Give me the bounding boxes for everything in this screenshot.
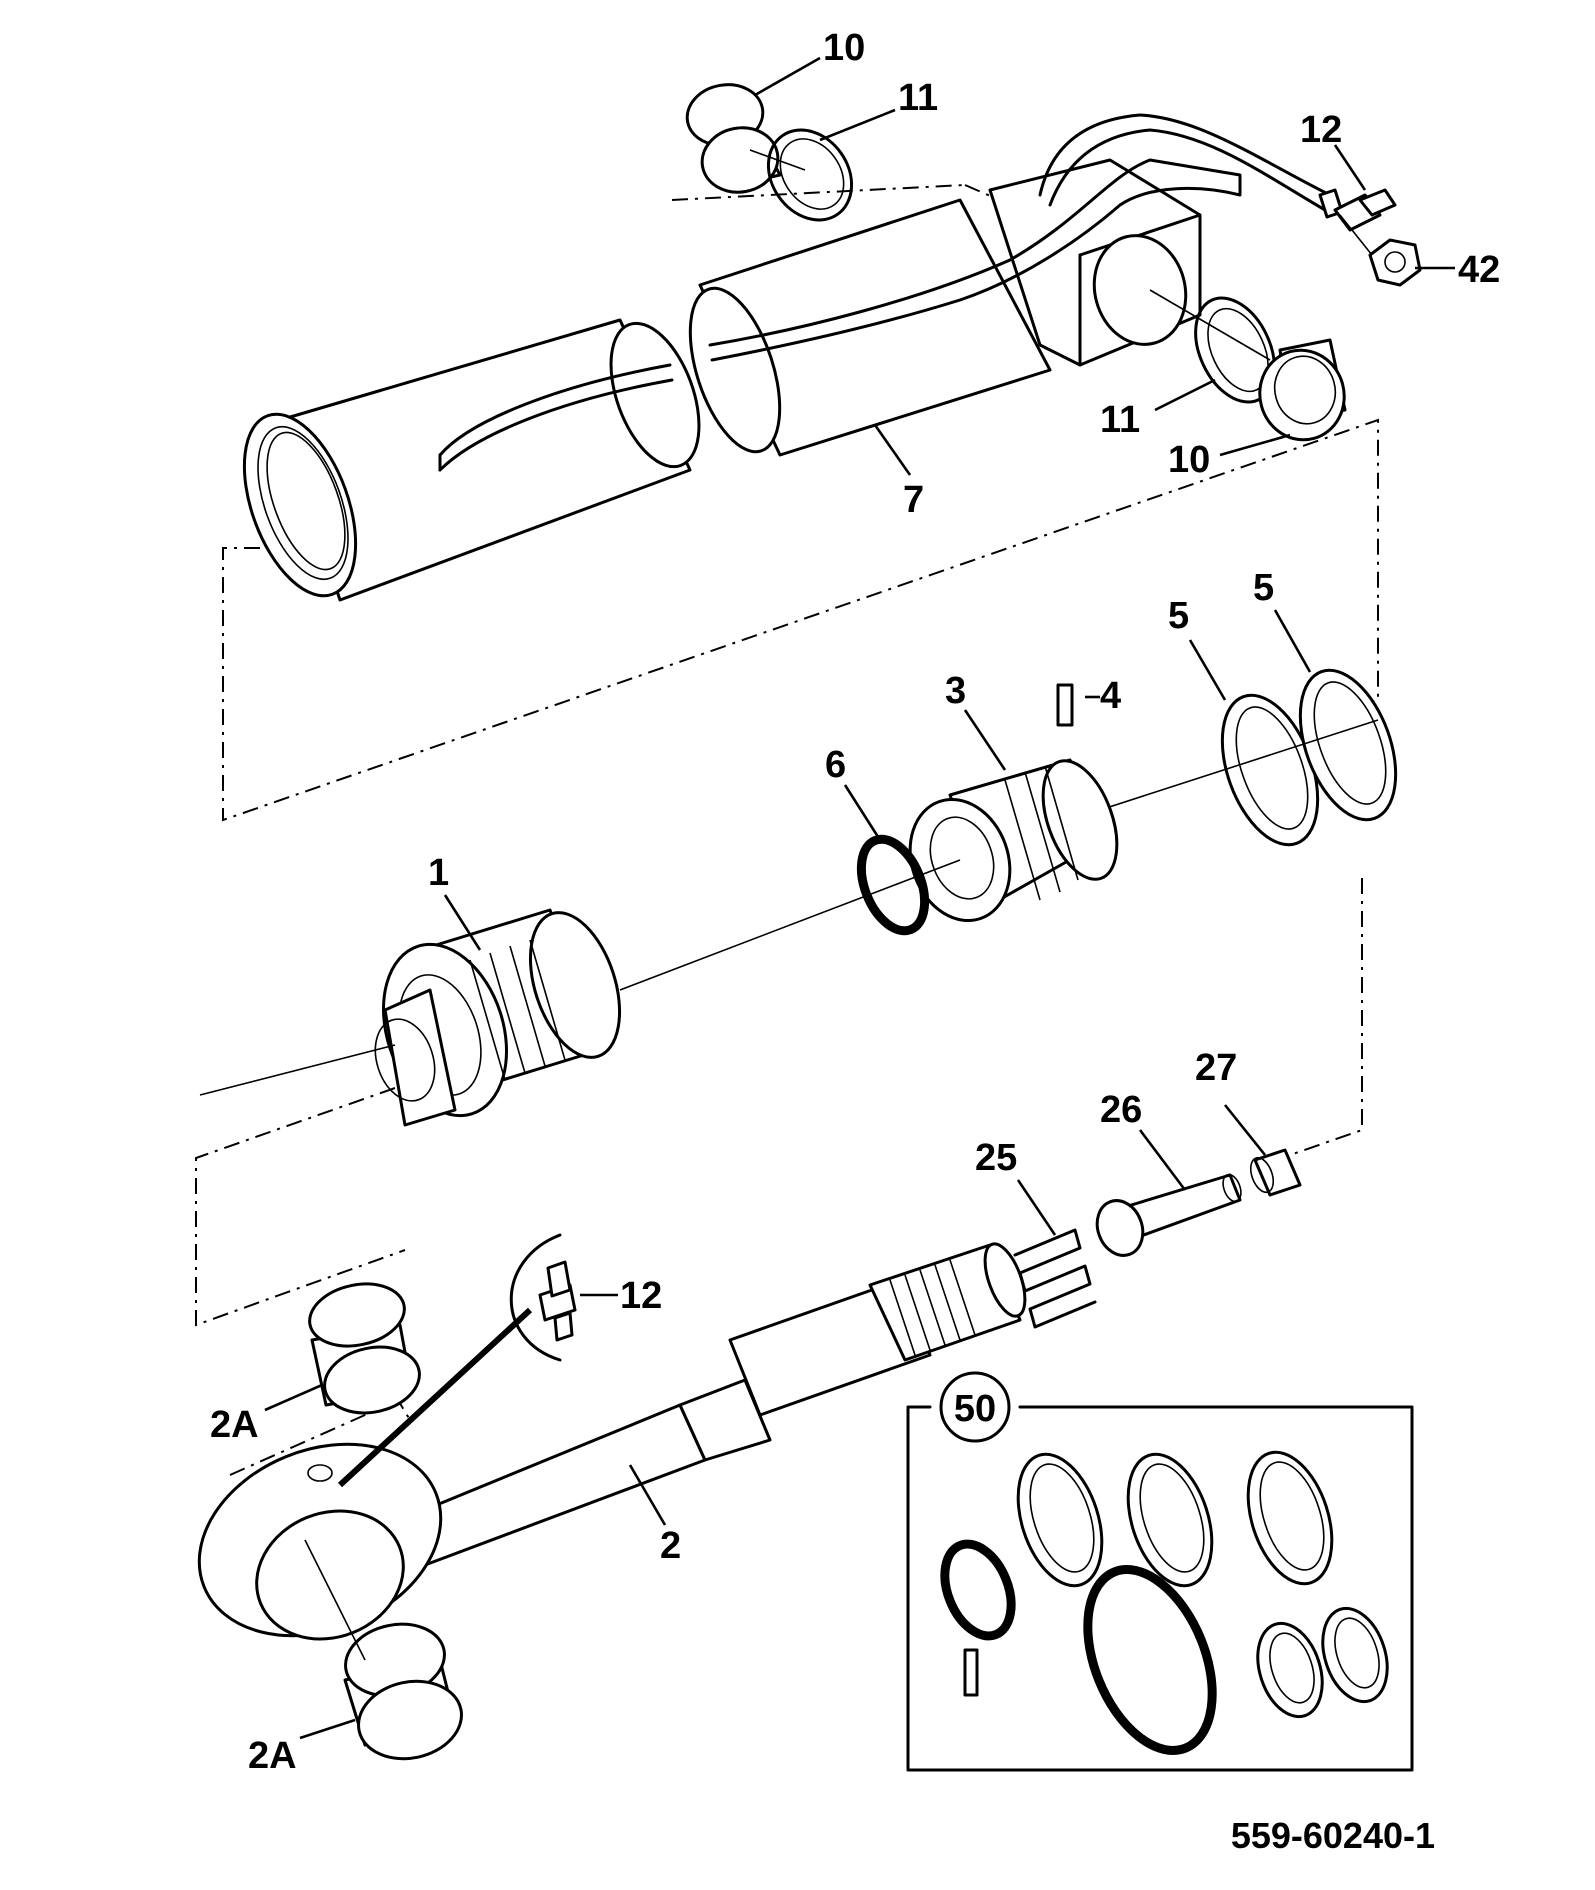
cylinder-barrel (242, 113, 1344, 602)
drawing-reference: 559-60240-1 (1231, 1815, 1435, 1856)
bush-10-right (1258, 338, 1347, 442)
grease-nipple-detail (337, 1233, 577, 1488)
callout-1: 1 (428, 852, 449, 894)
spring-25 (1013, 1228, 1097, 1329)
callout-25: 25 (975, 1137, 1017, 1179)
piston-rod-2 (398, 1242, 1027, 1567)
callout-2a-bottom: 2A (248, 1735, 297, 1777)
callout-3: 3 (945, 670, 966, 712)
pin-4 (1056, 683, 1074, 727)
callout-10-right: 10 (1168, 439, 1210, 481)
cap-27 (1249, 1148, 1302, 1197)
callout-12-top: 12 (1300, 109, 1342, 151)
valve-26 (1095, 1173, 1242, 1257)
rod-eye (197, 1442, 443, 1641)
callout-42: 42 (1458, 249, 1500, 291)
callout-11-right: 11 (1100, 399, 1140, 441)
piston-3 (908, 758, 1119, 923)
callout-2a-top: 2A (210, 1404, 259, 1446)
seal-11-top (766, 128, 854, 222)
callout-12-detail: 12 (620, 1275, 662, 1317)
callout-5-right: 5 (1253, 567, 1274, 609)
callout-6: 6 (825, 744, 846, 786)
callout-labels: 10 11 12 42 11 10 7 5 5 3 4 6 1 27 26 25… (210, 27, 1500, 1856)
rod-eye-bush-2a-bottom (343, 1622, 463, 1761)
grease-nipple-12-top (1333, 188, 1397, 232)
leader-lines (264, 56, 1455, 1740)
seal-kit-50-box (906, 1371, 1414, 1772)
callout-11-top: 11 (898, 77, 938, 119)
callout-26: 26 (1100, 1089, 1142, 1131)
nut-42 (1368, 238, 1422, 287)
kit-label-50: 50 (954, 1388, 996, 1430)
callout-4: 4 (1100, 675, 1121, 717)
piston-seal-5b (1298, 668, 1398, 822)
bush-10-top (685, 83, 782, 194)
seal-11-right (1194, 296, 1276, 404)
kit-seals (940, 1450, 1389, 1755)
callout-10-top: 10 (823, 27, 865, 69)
callout-27: 27 (1195, 1047, 1237, 1089)
gland-1 (374, 908, 622, 1127)
rod-eye-bush-2a-top (308, 1282, 421, 1415)
callout-7: 7 (903, 479, 924, 521)
callout-2: 2 (660, 1525, 681, 1567)
callout-5-left: 5 (1168, 595, 1189, 637)
